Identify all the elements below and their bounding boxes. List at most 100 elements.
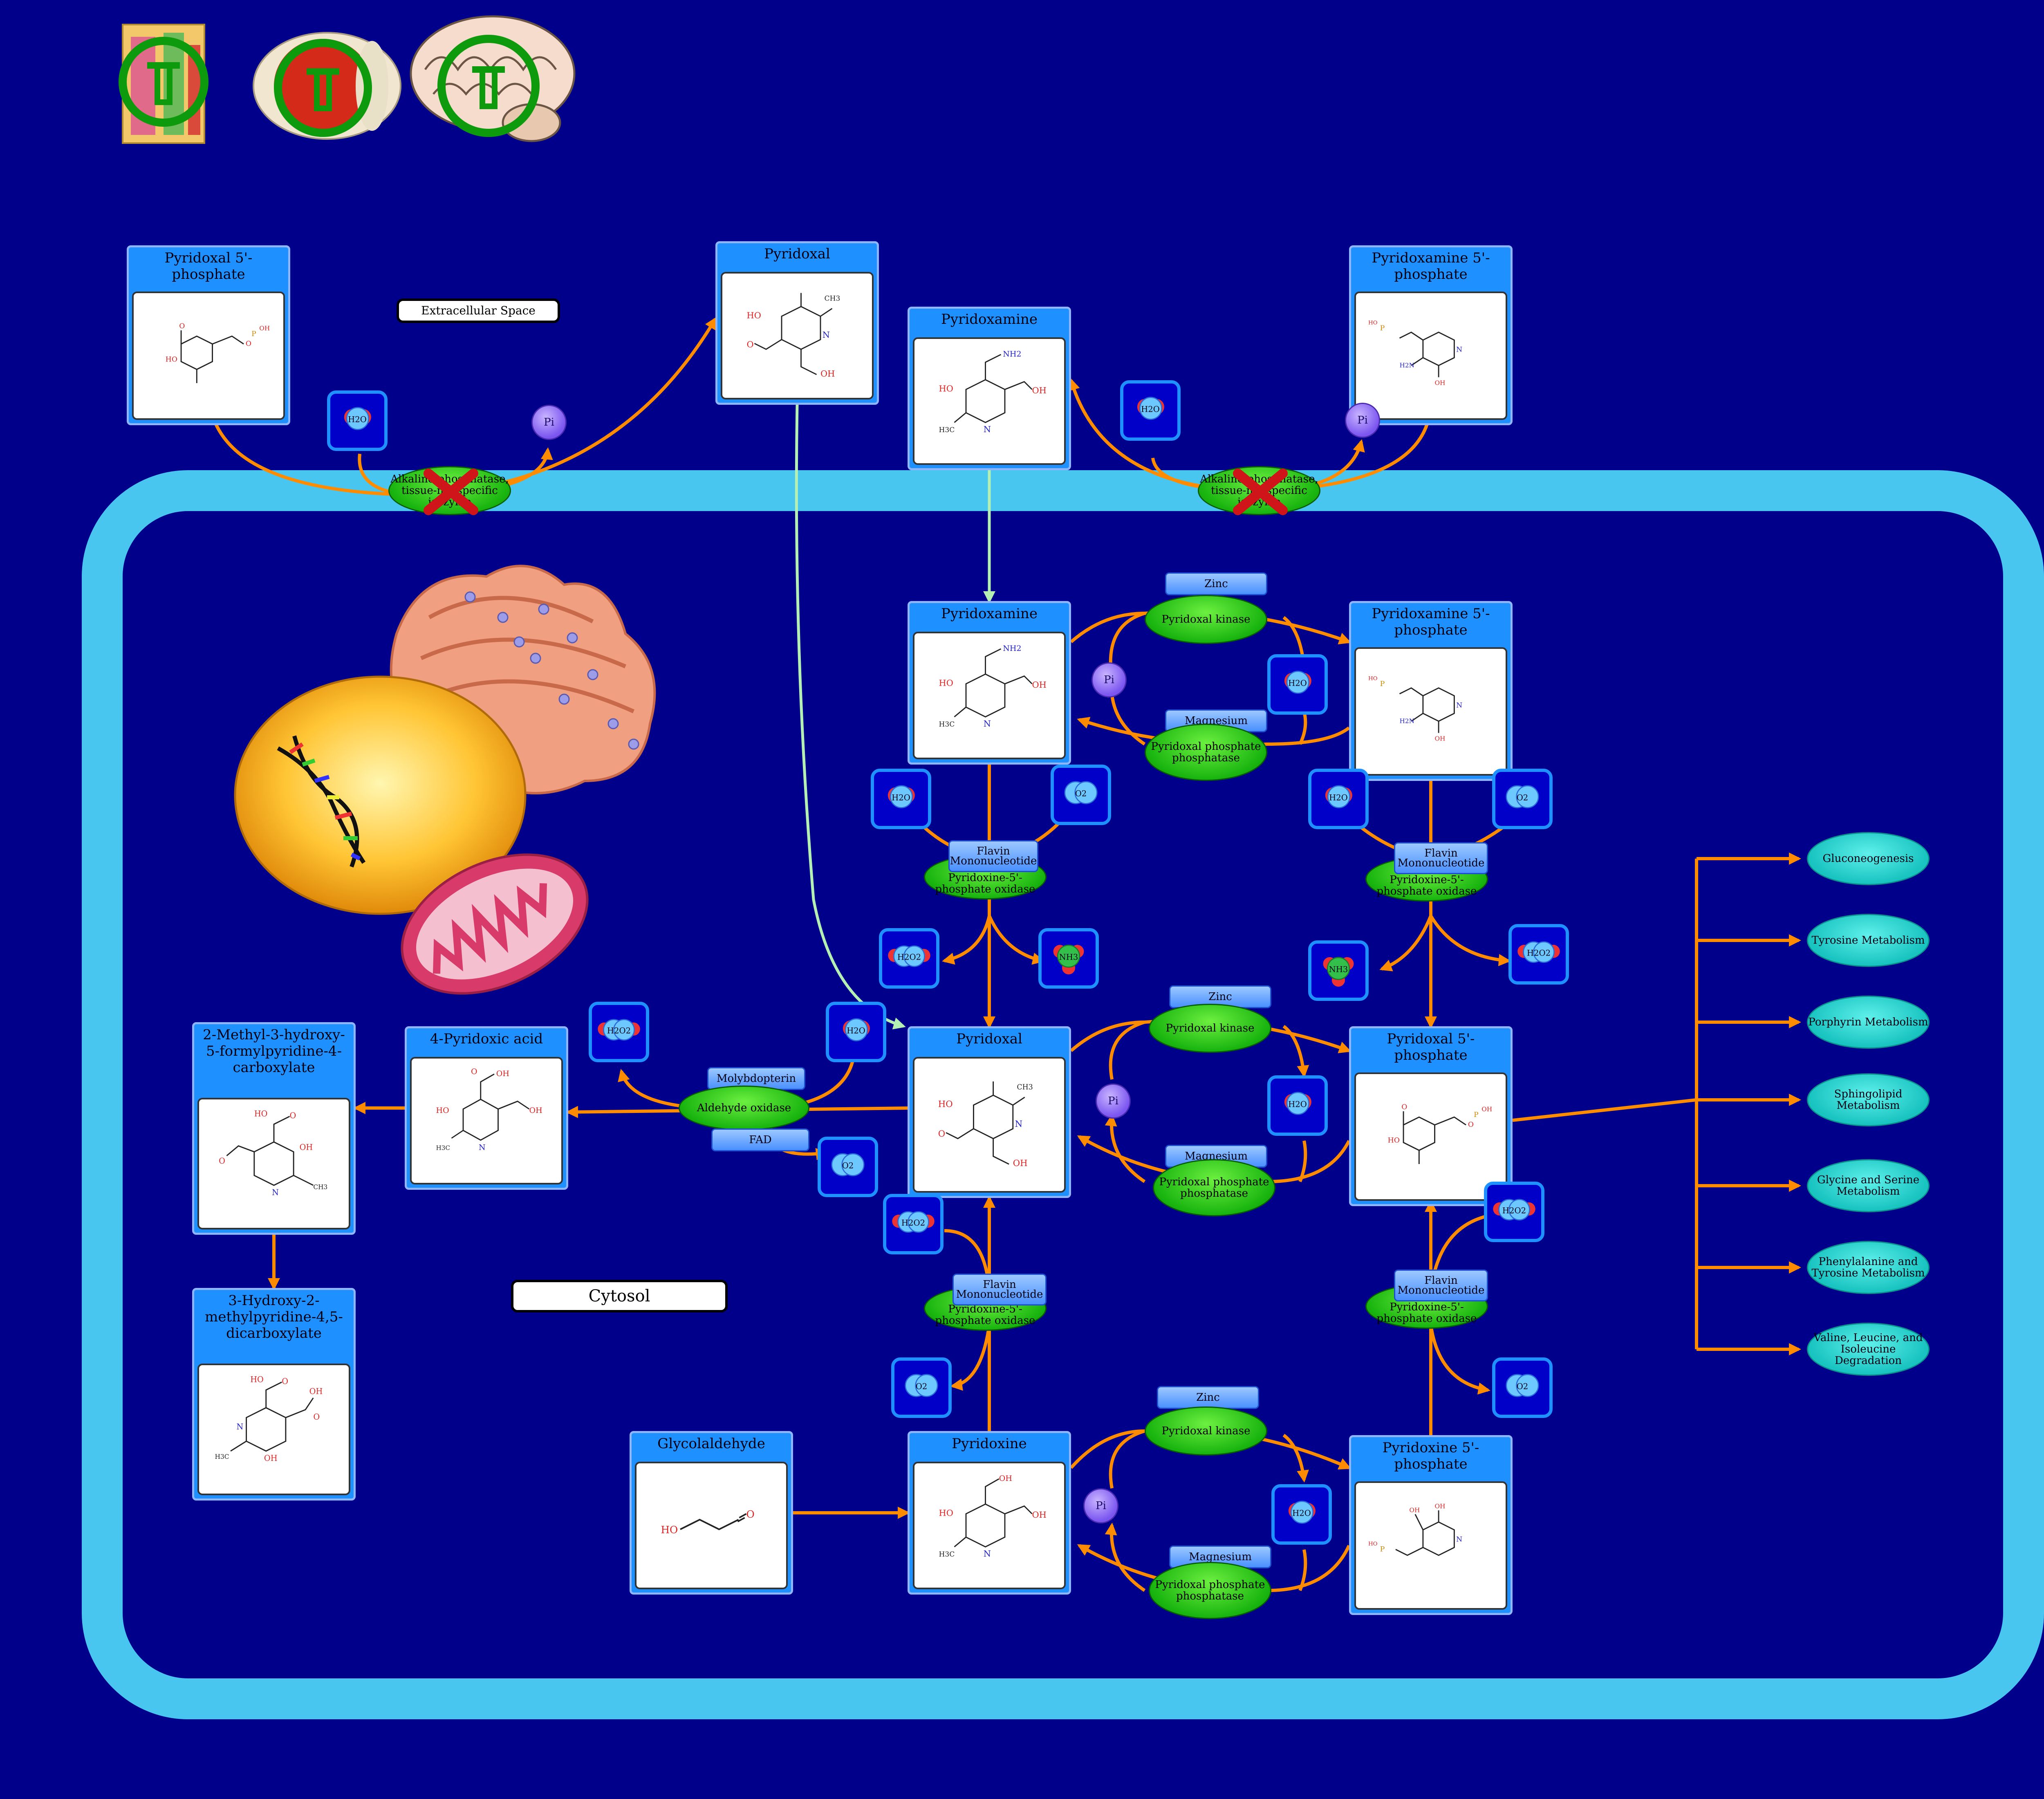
zinc-cofactor: Zinc [1157, 1386, 1259, 1409]
pyridoxal-kinase-enzyme[interactable]: Pyridoxal kinase [1149, 1004, 1271, 1053]
svg-text:HO: HO [436, 1106, 449, 1115]
flavin-mononucleotide-cofactor: Flavin Mononucleotide [1394, 842, 1488, 874]
svg-text:OH: OH [1032, 386, 1047, 395]
ammonia-molecule-icon: NH3 [1308, 940, 1369, 1001]
eye-icon [245, 25, 409, 143]
svg-text:N: N [984, 1549, 991, 1559]
peroxide-label: H2O2 [1502, 1206, 1526, 1216]
svg-text:OH: OH [1013, 1158, 1028, 1168]
pathway-link-phenylalanine-and-tyrosine-metabolism[interactable]: Phenylalanine and Tyrosine Metabolism [1807, 1241, 1930, 1294]
water-label: H2O [1288, 1100, 1307, 1109]
svg-text:P: P [1380, 324, 1385, 332]
svg-text:H3C: H3C [939, 1550, 955, 1559]
hydroxy-methylpyridine-dicarboxylate[interactable]: 3-Hydroxy-2-methylpyridine-4,5-dicarboxy… [192, 1288, 356, 1501]
svg-text:N: N [237, 1422, 244, 1431]
enzyme-label: Pyridoxine-5'-phosphate oxidase [1376, 1301, 1477, 1325]
formylpyridine-carboxylate[interactable]: 2-Methyl-3-hydroxy-5-formylpyridine-4-ca… [192, 1022, 356, 1235]
svg-text:N: N [984, 424, 991, 434]
ammonia-label: NH3 [1059, 953, 1078, 962]
pyridoxal-phosphate-phosphatase-enzyme[interactable]: Pyridoxal phosphate phosphatase [1145, 724, 1267, 781]
fad-cofactor: FAD [711, 1128, 809, 1151]
peroxide-molecule-icon: H2O2 [879, 928, 939, 989]
enzyme-label: Pyridoxine-5'-phosphate oxidase [1376, 873, 1477, 897]
svg-text:HO: HO [1388, 1136, 1400, 1144]
pyridoxal-kinase-enzyme[interactable]: Pyridoxal kinase [1145, 595, 1267, 644]
peroxide-molecule-icon: H2O2 [1508, 924, 1569, 985]
compound-title: Pyridoxal [764, 246, 830, 262]
compound-title: Pyridoxal [956, 1031, 1022, 1047]
svg-text:P: P [1474, 1111, 1479, 1119]
svg-text:O: O [747, 340, 754, 350]
svg-text:H3C: H3C [215, 1453, 229, 1460]
pathway-link-tyrosine-metabolism[interactable]: Tyrosine Metabolism [1807, 914, 1930, 967]
svg-text:OH: OH [264, 1454, 278, 1463]
pyridoxine-5-phosphate-oxidase-enzyme[interactable]: Pyridoxine-5'-phosphate oxidase [1365, 1284, 1488, 1329]
svg-text:HO: HO [938, 1099, 953, 1109]
compound-title: Pyridoxal 5'-phosphate [164, 250, 253, 283]
enzyme-label: Pyridoxal kinase [1165, 1022, 1255, 1034]
pyridoxal-phosphate-phosphatase-enzyme[interactable]: Pyridoxal phosphate phosphatase [1149, 1562, 1271, 1619]
pathway-link-valine-leucine-and-isoleucine-degradation[interactable]: Valine, Leucine, and Isoleucine Degradat… [1807, 1323, 1930, 1376]
compound-title: Pyridoxamine 5'-phosphate [1372, 250, 1490, 283]
pyridoxal-phosphate-phosphatase-enzyme[interactable]: Pyridoxal phosphate phosphatase [1153, 1159, 1275, 1216]
aldehyde-oxidase-enzyme[interactable]: Aldehyde oxidase [679, 1086, 809, 1131]
compound-title: Pyridoxamine [941, 311, 1038, 327]
svg-text:O: O [471, 1067, 477, 1076]
alkaline-phosphatase-enzyme[interactable]: Alkaline phosphatase, tissue-nonspecific… [388, 466, 511, 515]
svg-text:OH: OH [1435, 1503, 1446, 1510]
compound-title: 4-Pyridoxic acid [430, 1031, 543, 1047]
enzyme-label: Pyridoxine-5'-phosphate oxidase [935, 871, 1035, 895]
pathway-link-glycine-and-serine-metabolism[interactable]: Glycine and Serine Metabolism [1807, 1159, 1930, 1212]
pyridoxine-5-phosphate-oxidase-enzyme[interactable]: Pyridoxine-5'-phosphate oxidase [924, 855, 1047, 900]
svg-text:OH: OH [1435, 379, 1446, 387]
water-molecule-icon: H2O [1271, 1484, 1332, 1545]
alkaline-phosphatase-enzyme[interactable]: Alkaline phosphatase, tissue-nonspecific… [1198, 466, 1320, 515]
water-label: H2O [1292, 1509, 1311, 1518]
pyridoxal-kinase-enzyme[interactable]: Pyridoxal kinase [1145, 1406, 1267, 1456]
peroxide-label: H2O2 [607, 1026, 631, 1036]
compound-title: 2-Methyl-3-hydroxy-5-formylpyridine-4-ca… [203, 1027, 345, 1076]
water-molecule-icon: H2O [1267, 654, 1328, 715]
svg-text:NH2: NH2 [1003, 644, 1021, 653]
ammonia-molecule-icon: NH3 [1038, 928, 1099, 989]
svg-text:N: N [1456, 701, 1462, 709]
svg-text:OH: OH [496, 1069, 509, 1078]
svg-text:P: P [1380, 1545, 1385, 1553]
ammonia-label: NH3 [1329, 965, 1348, 974]
pathway-link-gluconeogenesis[interactable]: Gluconeogenesis [1807, 832, 1930, 885]
svg-text:HO: HO [1368, 676, 1378, 682]
svg-text:OH: OH [1481, 1106, 1492, 1113]
svg-text:OH: OH [300, 1142, 313, 1152]
pathway-link-porphyrin-metabolism[interactable]: Porphyrin Metabolism [1807, 996, 1930, 1049]
svg-text:OH: OH [1435, 735, 1446, 742]
peroxide-label: H2O2 [901, 1218, 925, 1228]
phosphate-molecule-icon: Pi [531, 405, 567, 440]
water-label: H2O [1329, 793, 1348, 803]
nucleus-icon [233, 675, 527, 916]
enzyme-label: Pyridoxal phosphate phosphatase [1159, 1176, 1269, 1200]
svg-text:HO: HO [254, 1109, 268, 1118]
svg-text:H3C: H3C [939, 720, 955, 729]
water-molecule-icon: H2O [871, 769, 931, 829]
svg-text:H2N: H2N [1400, 362, 1414, 369]
pathway-link-sphingolipid-metabolism[interactable]: Sphingolipid Metabolism [1807, 1073, 1930, 1126]
water-molecule-icon: H2O [1308, 769, 1369, 829]
svg-text:NH2: NH2 [1003, 350, 1021, 359]
